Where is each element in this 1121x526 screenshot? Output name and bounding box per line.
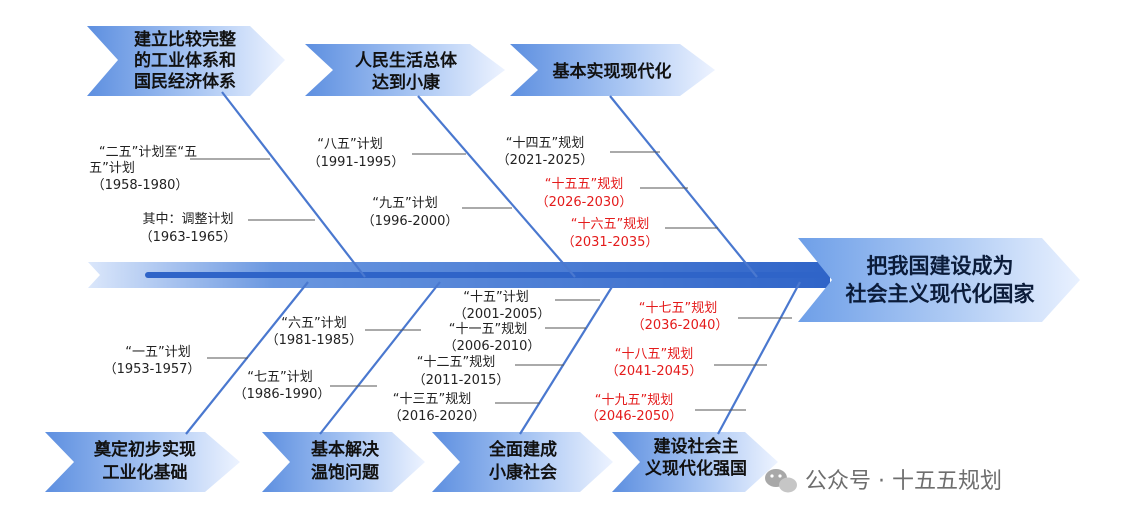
plan-label: （1963-1965） [140, 230, 237, 245]
top-stage-3-line-1: 基本实现现代化 [552, 61, 672, 82]
plan-label: （2006-2010） [444, 339, 541, 354]
top-stage-2-line-1: 人民生活总体 [355, 50, 458, 71]
plan-label: （1991-1995） [308, 155, 405, 170]
tick-lines [190, 151, 792, 411]
bottom-stage-arrow-4: 建设社会主 义现代化强国 [612, 432, 778, 492]
wechat-icon [765, 469, 797, 493]
plan-label: 其中：调整计划 [142, 212, 233, 227]
plan-label: “十五五”规划 [545, 177, 623, 192]
plan-label: “十三五”规划 [393, 392, 471, 407]
plan-label: （2036-2040） [632, 318, 729, 333]
plan-label: “十八五”规划 [615, 347, 693, 362]
plan-label: （2046-2050） [586, 409, 683, 424]
watermark: 公众号 · 十五五规划 [765, 469, 1002, 494]
plan-label: （2001-2005） [454, 307, 551, 322]
top-stage-1-line-1: 建立比较完整 [134, 29, 236, 50]
bottom-stage-1-line-1: 奠定初步实现 [93, 439, 196, 460]
plan-label: （2041-2045） [606, 364, 703, 379]
bottom-stage-1-line-2: 工业化基础 [103, 462, 188, 483]
bottom-stage-3-line-1: 全面建成 [488, 439, 557, 460]
bottom-stage-arrow-3: 全面建成 小康社会 [432, 432, 613, 492]
bottom-stage-2-line-1: 基本解决 [310, 439, 380, 460]
goal-text-line-1: 把我国建设成为 [867, 254, 1014, 278]
plan-label: “十二五”规划 [417, 355, 495, 370]
bottom-bone-4 [717, 281, 801, 435]
plan-label: “十一五”规划 [449, 322, 527, 337]
top-stage-arrow-2: 人民生活总体 达到小康 [305, 44, 505, 96]
watermark-text: 公众号 · 十五五规划 [805, 469, 1002, 494]
plan-label: （2021-2025） [497, 153, 594, 168]
plan-label: “十六五”规划 [571, 217, 649, 232]
plan-label: （2016-2020） [389, 409, 486, 424]
bottom-stage-arrow-2: 基本解决 温饱问题 [262, 432, 425, 492]
plan-label: “六五”计划 [281, 316, 346, 331]
bottom-stage-arrow-1: 奠定初步实现 工业化基础 [45, 432, 240, 492]
plan-label: （1958-1980） [92, 178, 189, 193]
bottom-stage-3-line-2: 小康社会 [489, 462, 557, 483]
plan-label: “十九五”规划 [595, 393, 673, 408]
plan-label: “十四五”规划 [506, 136, 584, 151]
plan-labels: “二五”计划至“五 五”计划 （1958-1980） 其中：调整计划 （1963… [89, 136, 728, 424]
bottom-stage-4-line-2: 义现代化强国 [645, 458, 747, 479]
goal-arrow: 把我国建设成为 社会主义现代化国家 [798, 238, 1080, 322]
bones [185, 91, 801, 435]
top-stage-arrow-3: 基本实现现代化 [510, 44, 715, 96]
top-bone-2 [417, 95, 576, 278]
plan-label: （2031-2035） [562, 235, 659, 250]
plan-label: （2011-2015） [413, 373, 510, 388]
top-stage-1-line-2: 的工业体系和 [134, 50, 236, 71]
bottom-bone-3 [519, 281, 616, 435]
plan-label: “八五”计划 [317, 137, 382, 152]
plan-label: “九五”计划 [372, 196, 437, 211]
top-stage-2-line-2: 达到小康 [372, 72, 441, 93]
top-bone-1 [221, 91, 366, 278]
plan-label: （1981-1985） [266, 333, 363, 348]
goal-text-line-2: 社会主义现代化国家 [845, 282, 1036, 306]
plan-label: “一五”计划 [125, 345, 190, 360]
plan-label: “二五”计划至“五 [99, 145, 197, 160]
plan-label: “十五”计划 [463, 290, 528, 305]
bottom-stage-4-line-1: 建设社会主 [654, 436, 739, 457]
top-bone-3 [609, 95, 758, 278]
top-stage-arrow-1: 建立比较完整 的工业体系和 国民经济体系 [87, 26, 285, 96]
plan-label: 五”计划 [89, 161, 135, 176]
bottom-bone-2 [319, 281, 441, 435]
plan-label: “十七五”规划 [639, 301, 717, 316]
plan-label: （1986-1990） [234, 387, 331, 402]
plan-label: （2026-2030） [536, 195, 633, 210]
top-stage-1-line-3: 国民经济体系 [134, 71, 236, 92]
plan-label: （1953-1957） [104, 362, 201, 377]
plan-label: “七五”计划 [247, 370, 312, 385]
plan-label: （1996-2000） [362, 214, 459, 229]
bottom-stage-2-line-2: 温饱问题 [311, 462, 380, 483]
